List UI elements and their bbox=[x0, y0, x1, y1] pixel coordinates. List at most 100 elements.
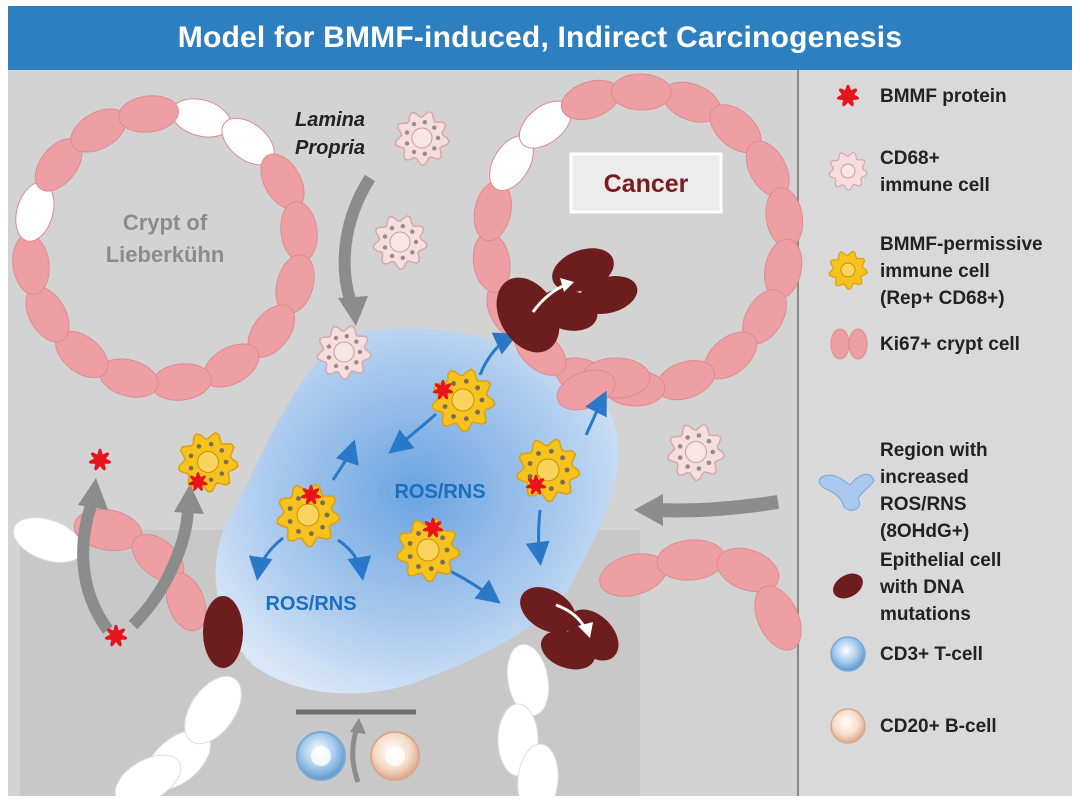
bmmf-permissive-cell bbox=[276, 483, 341, 548]
legend-label-line: Region with bbox=[880, 440, 988, 461]
mutation-arrow-top-head bbox=[560, 278, 574, 292]
cd68-granule bbox=[354, 360, 359, 365]
protein-release-arrow-head bbox=[78, 478, 108, 510]
cd68-granule bbox=[404, 141, 410, 146]
legend-label-line: mutations bbox=[880, 604, 971, 625]
legend-crypt-shape bbox=[830, 328, 850, 360]
cd68-cell-nucleus bbox=[389, 231, 411, 253]
cd68-granule bbox=[326, 344, 332, 349]
permissive-granule bbox=[564, 467, 570, 473]
ros-region bbox=[215, 328, 619, 694]
permissive-granule bbox=[479, 397, 485, 403]
mutated-epithelial-cell bbox=[578, 275, 638, 315]
bmmf-permissive-cell-icon bbox=[828, 250, 869, 290]
cd68-granule bbox=[400, 255, 405, 260]
permissive-granule bbox=[208, 477, 214, 483]
bmmf-permissive-cell bbox=[431, 368, 496, 433]
lamina-label-line1: Lamina bbox=[295, 109, 365, 131]
bmmf-protein bbox=[525, 474, 547, 495]
lamina-arrow bbox=[338, 174, 376, 311]
legend-item: BMMF-permissive immune cell (Rep+ CD68+) bbox=[828, 234, 1043, 309]
permissive-granule bbox=[548, 448, 554, 454]
permissive-granule bbox=[219, 448, 225, 453]
lamina-arrow-head bbox=[338, 296, 368, 326]
legend-item: CD3+ T-cell bbox=[830, 636, 983, 672]
ros-arrow bbox=[337, 538, 372, 581]
crypt-label-line1: Crypt of bbox=[123, 210, 208, 235]
b-cell-icon bbox=[830, 708, 866, 744]
bmmf-protein bbox=[422, 517, 444, 538]
permissive-granule bbox=[208, 441, 214, 447]
cd68-granule bbox=[389, 225, 395, 231]
cd68-granule bbox=[422, 120, 427, 125]
permissive-cell-nucleus bbox=[451, 388, 475, 412]
bmmf-protein-icon bbox=[837, 84, 859, 107]
permissive-granule bbox=[444, 547, 450, 553]
crypt-of-lieberkuhn bbox=[12, 95, 318, 401]
bmmf-permissive-cell bbox=[177, 431, 239, 493]
legend-b-cell-shape bbox=[830, 708, 866, 744]
cd68-immune-cell-icon bbox=[828, 151, 869, 192]
ros-arrow bbox=[525, 509, 550, 566]
legend-permissive-nucleus bbox=[840, 262, 856, 278]
cd68-granule bbox=[677, 455, 683, 461]
cd68-granule bbox=[685, 464, 690, 469]
cd68-granule bbox=[410, 250, 415, 255]
permissive-granule bbox=[320, 524, 325, 530]
legend-item: Ki67+ crypt cell bbox=[830, 328, 1020, 360]
cd68-granule bbox=[411, 149, 417, 155]
cd68-granule bbox=[422, 151, 427, 156]
legend-label-line: BMMF protein bbox=[880, 86, 1007, 107]
cd68-granule bbox=[326, 355, 332, 360]
ros-rns-label-1: ROS/RNS bbox=[394, 481, 485, 503]
legend-label-line: BMMF-permissive bbox=[880, 234, 1043, 255]
permissive-granule bbox=[188, 453, 194, 459]
diagram-title: Model for BMMF-induced, Indirect Carcino… bbox=[177, 21, 903, 54]
legend-label-line: (Rep+ CD68+) bbox=[880, 288, 1005, 309]
cd68-granule bbox=[411, 121, 417, 127]
cancer-label: Cancer bbox=[604, 170, 689, 198]
ros-arrow bbox=[331, 439, 359, 481]
permissive-granule bbox=[463, 416, 469, 422]
ki67-crypt-cell-icon bbox=[830, 328, 868, 360]
bmmf-protein bbox=[104, 624, 128, 647]
mutated-epithelial-cell-icon bbox=[833, 573, 863, 599]
cd68-granule bbox=[389, 253, 395, 259]
permissive-granule bbox=[324, 512, 330, 518]
ki67-crypt-cell bbox=[610, 73, 672, 111]
protein-uptake-arrow bbox=[128, 504, 194, 630]
legend-item: CD20+ B-cell bbox=[830, 708, 997, 744]
cd68-cell-nucleus bbox=[333, 341, 355, 363]
cd68-granule bbox=[344, 334, 349, 339]
cd68-immune-cell bbox=[316, 324, 373, 381]
bmmf-permissive-cell bbox=[516, 438, 581, 503]
permissive-granule bbox=[451, 414, 456, 419]
cd68-granule bbox=[357, 349, 363, 355]
permissive-granule bbox=[287, 506, 293, 511]
ros-arrows bbox=[248, 332, 607, 604]
legend-label-line: CD20+ B-cell bbox=[880, 716, 997, 737]
ros-rns-label-2: ROS/RNS bbox=[265, 593, 356, 615]
permissive-granule bbox=[320, 500, 325, 506]
legend-protein-shape bbox=[837, 84, 859, 107]
ros-arrow bbox=[388, 412, 437, 454]
white-epithelial-cell bbox=[506, 643, 550, 717]
bmmf-protein bbox=[432, 379, 454, 400]
permissive-cell-nucleus bbox=[416, 538, 440, 562]
legend-label-line: immune cell bbox=[880, 261, 990, 282]
t-cell-nucleus bbox=[311, 746, 331, 766]
legend-cd68-nucleus bbox=[840, 163, 856, 179]
bmmf-protein bbox=[188, 472, 208, 491]
cd68-immune-cell bbox=[667, 423, 726, 482]
permissive-granule bbox=[219, 471, 225, 476]
bmmf-permissive-cell bbox=[396, 517, 461, 583]
mutated-epithelial-cell bbox=[540, 630, 596, 670]
permissive-granule bbox=[188, 465, 194, 471]
b-cell-nucleus bbox=[385, 746, 405, 766]
permissive-granule bbox=[560, 479, 565, 485]
bmmf-protein bbox=[88, 448, 112, 471]
incoming-cell-arrow-head bbox=[634, 494, 663, 526]
